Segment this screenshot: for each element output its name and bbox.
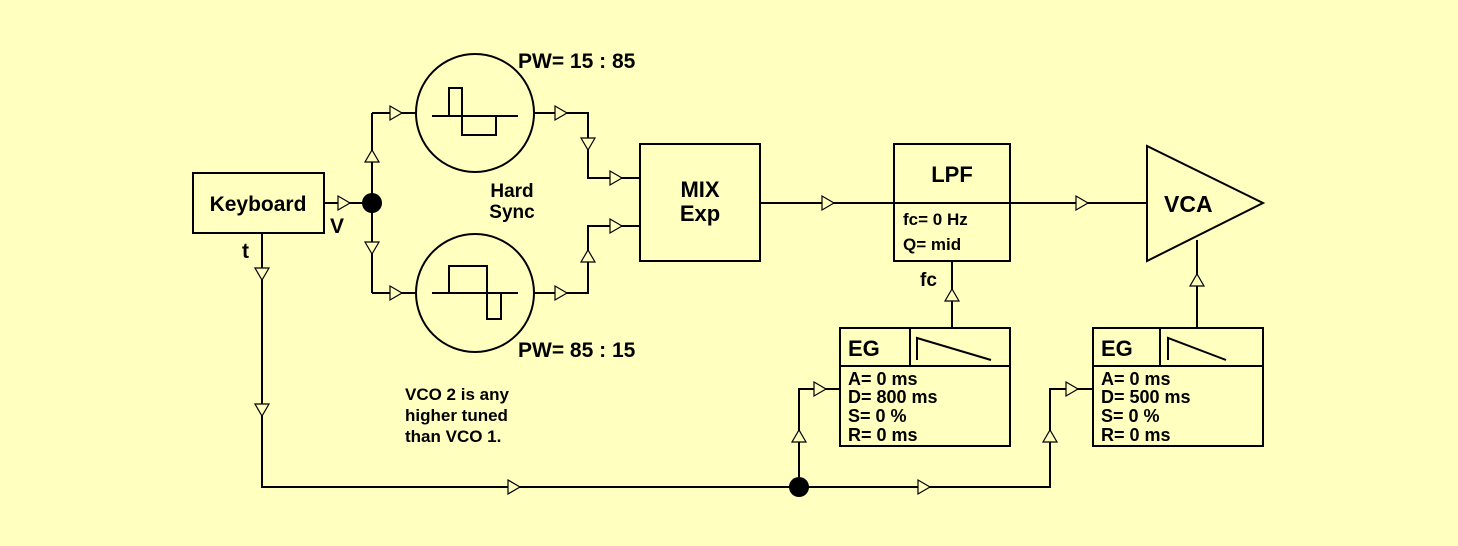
note-line3: than VCO 1. — [405, 427, 501, 446]
envelope-icon — [916, 336, 992, 361]
junction-dot-trigger — [789, 477, 809, 497]
eg1-attack: A= 0 ms — [848, 369, 918, 389]
tuning-note: VCO 2 is any higher tuned than VCO 1. — [405, 385, 509, 446]
eg2-box — [1092, 327, 1264, 447]
vca-module: VCA — [1146, 144, 1266, 263]
eg1-release: R= 0 ms — [848, 425, 918, 445]
arrow-up-icon — [1188, 272, 1206, 287]
arrow-right-icon — [389, 104, 404, 122]
eg1-title: EG — [848, 336, 880, 361]
junction-dot-pitch — [362, 193, 382, 213]
vca-triangle — [1146, 144, 1266, 263]
vco2-circle — [415, 233, 535, 353]
arrow-right-icon — [389, 284, 404, 302]
keyboard-trigger-output-label: t — [242, 240, 249, 263]
eg1-box — [839, 327, 1011, 447]
arrow-right-icon — [821, 194, 836, 212]
mixer-module: MIX Exp — [639, 143, 761, 262]
arrow-down-icon — [579, 137, 597, 152]
lpf-cutoff: fc= 0 Hz — [903, 210, 968, 229]
eg2-attack: A= 0 ms — [1101, 369, 1171, 389]
arrow-up-icon — [1041, 428, 1059, 443]
arrow-right-icon — [1075, 194, 1090, 212]
arrow-down-icon — [363, 241, 381, 256]
keyboard-box — [192, 172, 325, 234]
arrow-right-icon — [337, 194, 352, 212]
arrow-up-icon — [943, 287, 961, 302]
hard-sync-line1: Hard — [490, 181, 533, 202]
arrow-up-icon — [363, 148, 381, 163]
eg2-decay: D= 500 ms — [1101, 387, 1191, 407]
vco2-module: PW= 85 : 15 — [415, 233, 636, 362]
keyboard-label: Keyboard — [210, 193, 307, 216]
arrow-right-icon — [1065, 380, 1080, 398]
wire-trigger-bus — [261, 233, 1093, 488]
lpf-resonance: Q= mid — [903, 235, 961, 254]
arrow-up-icon — [790, 428, 808, 443]
lpf-module: LPF fc= 0 Hz Q= mid fc — [893, 143, 1011, 291]
wire-trigger-to-eg1 — [798, 388, 840, 487]
hard-sync-line2: Sync — [489, 202, 535, 223]
arrow-right-icon — [917, 478, 932, 496]
pulse-wave-icon — [432, 87, 518, 136]
arrow-right-icon — [554, 284, 569, 302]
hard-sync-label: Hard Sync — [489, 181, 535, 223]
pulse-wave-icon — [432, 265, 518, 320]
envelope-icon — [1167, 336, 1227, 361]
eg2-title: EG — [1101, 336, 1133, 361]
vco1-circle — [415, 53, 535, 173]
arrow-right-icon — [507, 478, 522, 496]
note-line2: higher tuned — [405, 406, 508, 425]
arrow-right-icon — [813, 380, 828, 398]
eg1-module: EG A= 0 ms D= 800 ms S= 0 % R= 0 ms — [839, 327, 1011, 447]
note-line1: VCO 2 is any — [405, 385, 509, 404]
mixer-label-line2: Exp — [680, 201, 720, 226]
vco1-pulse-width-label: PW= 15 : 85 — [518, 50, 636, 73]
keyboard-pitch-output-label: V — [330, 215, 344, 238]
arrows — [253, 104, 1206, 496]
eg1-decay: D= 800 ms — [848, 387, 938, 407]
lpf-title: LPF — [931, 162, 973, 187]
arrow-right-icon — [554, 104, 569, 122]
eg2-module: EG A= 0 ms D= 500 ms S= 0 % R= 0 ms — [1092, 327, 1264, 447]
arrow-up-icon — [579, 248, 597, 263]
arrow-down-icon — [253, 267, 271, 282]
keyboard-module: Keyboard V t — [192, 172, 344, 263]
arrow-right-icon — [609, 169, 624, 187]
eg2-release: R= 0 ms — [1101, 425, 1171, 445]
mixer-box — [639, 143, 761, 262]
mixer-label-line1: MIX — [680, 177, 719, 202]
wires — [261, 112, 1198, 488]
vca-label: VCA — [1164, 191, 1213, 217]
vco1-module: PW= 15 : 85 — [415, 50, 636, 173]
eg1-sustain: S= 0 % — [848, 406, 907, 426]
arrow-right-icon — [609, 217, 624, 235]
lpf-mod-input-label: fc — [920, 270, 937, 291]
vco2-pulse-width-label: PW= 85 : 15 — [518, 339, 636, 362]
eg2-sustain: S= 0 % — [1101, 406, 1160, 426]
arrow-down-icon — [253, 403, 271, 418]
